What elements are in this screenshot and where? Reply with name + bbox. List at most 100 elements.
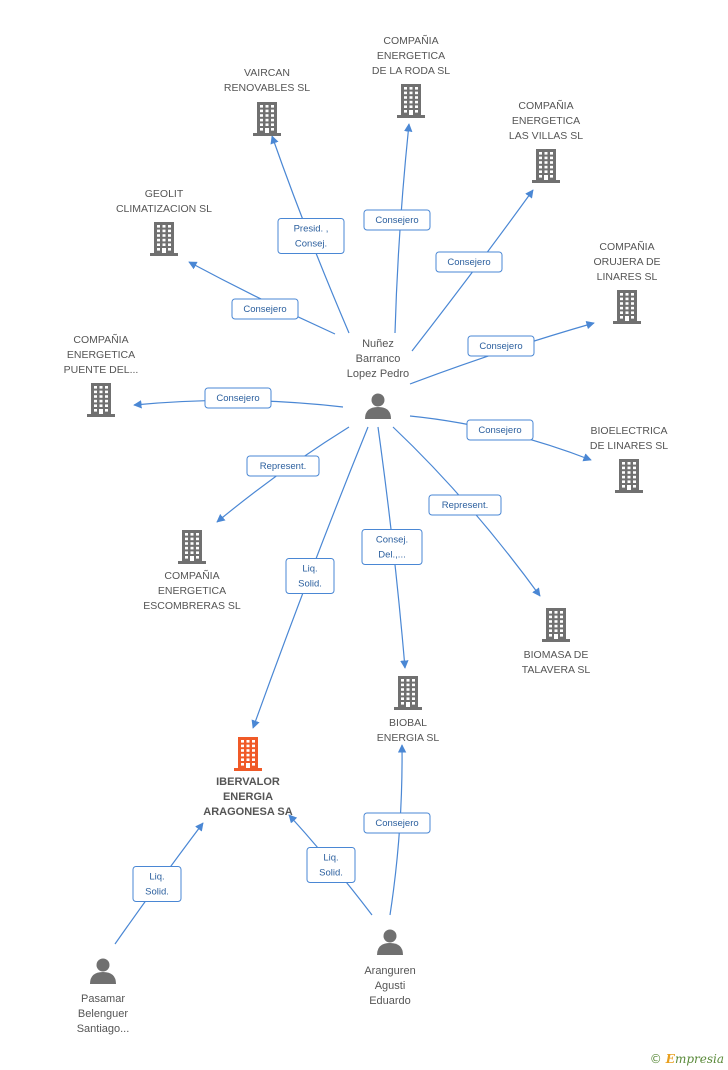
building-icon[interactable] — [150, 222, 178, 256]
edge-label-text: Consejero — [243, 304, 286, 315]
company-name: ENERGETICA — [158, 585, 226, 597]
edge-label-text: Consej. — [376, 535, 408, 546]
edge-label-text: Solid. — [298, 579, 322, 590]
edge-label-nunez-to-puente[interactable]: Consejero — [204, 387, 272, 409]
edge-label-text: Consejero — [216, 393, 259, 404]
edge-label-text: Consej. — [295, 239, 327, 250]
company-node-ibervalor[interactable]: IBERVALOR ENERGIA ARAGONESA SA — [203, 737, 293, 818]
person-name: Nuñez — [362, 338, 394, 350]
person-node-pasamar[interactable]: PasamarBelenguerSantiago... — [77, 958, 130, 1036]
edge-label-text: Consejero — [447, 257, 490, 268]
brand-initial: E — [665, 1052, 675, 1066]
building-icon[interactable] — [253, 102, 281, 136]
edge-label-nunez-to-villas[interactable]: Consejero — [435, 251, 503, 273]
company-name: DE LINARES SL — [590, 440, 668, 452]
edge-label-text: Solid. — [145, 887, 169, 898]
building-icon[interactable] — [613, 290, 641, 324]
company-name: ORUJERA DE — [593, 256, 660, 268]
company-name: ARAGONESA SA — [203, 806, 292, 818]
edge-label-text: Presid. , — [294, 224, 329, 235]
person-name: Lopez Pedro — [347, 368, 409, 380]
company-name: ESCOMBRERAS SL — [143, 600, 241, 612]
edge-label-text: Solid. — [319, 868, 343, 879]
company-node-geolit[interactable]: GEOLIT CLIMATIZACION SL — [116, 188, 212, 256]
building-icon[interactable] — [394, 676, 422, 710]
person-name: Belenguer — [78, 1008, 128, 1020]
company-name: TALAVERA SL — [522, 664, 591, 676]
person-name: Barranco — [356, 353, 401, 365]
edge-nunez-to-geolit — [188, 261, 336, 335]
company-node-roda[interactable]: COMPAÑIA ENERGETICA DE LA RODA SL — [372, 34, 450, 118]
company-name: LAS VILLAS SL — [509, 130, 583, 142]
edge-label-nunez-to-bioelectrica[interactable]: Consejero — [466, 419, 534, 441]
company-name: VAIRCAN — [244, 67, 290, 79]
company-name: ENERGETICA — [512, 115, 580, 127]
person-name: Aranguren — [364, 965, 415, 977]
company-name: COMPAÑIA — [73, 333, 128, 346]
edge-label-text: Consejero — [375, 818, 418, 829]
edge-label-pasamar-to-ibervalor[interactable]: Liq. Solid. — [132, 866, 182, 902]
edge-label-text: Liq. — [302, 564, 317, 575]
company-node-biomasa[interactable]: BIOMASA DE TALAVERA SL — [522, 608, 591, 676]
edge-label-text: Represent. — [260, 461, 306, 472]
company-name: DE LA RODA SL — [372, 65, 450, 77]
brand-name: mpresia — [674, 1052, 724, 1066]
edge-label-text: Consejero — [479, 341, 522, 352]
company-name: BIOMASA DE — [524, 649, 589, 661]
edge-label-nunez-to-escombreras[interactable]: Represent. — [246, 455, 320, 477]
company-name: ENERGETICA — [67, 349, 135, 361]
company-name: ENERGIA SL — [377, 732, 440, 744]
building-icon[interactable] — [234, 737, 262, 771]
person-icon[interactable] — [377, 929, 403, 956]
edge-label-text: Consejero — [375, 215, 418, 226]
edge-label-text: Represent. — [442, 500, 488, 511]
edge-label-nunez-to-biobal[interactable]: Consej. Del.,... — [361, 529, 423, 565]
edge-label-nunez-to-biomasa[interactable]: Represent. — [428, 494, 502, 516]
person-name: Agusti — [375, 980, 406, 992]
building-icon[interactable] — [178, 530, 206, 564]
company-name: BIOBAL — [389, 717, 427, 729]
copyright-icon: © — [649, 1052, 662, 1066]
building-icon[interactable] — [87, 383, 115, 417]
company-name: ENERGETICA — [377, 50, 445, 62]
edge-label-nunez-to-orujera[interactable]: Consejero — [467, 335, 535, 357]
company-name: IBERVALOR — [216, 776, 280, 788]
edge-label-nunez-to-ibervalor[interactable]: Liq. Solid. — [285, 558, 335, 594]
company-node-biobal[interactable]: BIOBAL ENERGIA SL — [377, 676, 440, 744]
person-icon[interactable] — [90, 958, 116, 985]
company-name: GEOLIT — [145, 188, 184, 200]
company-name: COMPAÑIA — [599, 240, 654, 253]
company-name: ENERGIA — [223, 791, 273, 803]
company-name: COMPAÑIA — [518, 99, 573, 112]
company-node-vaircan[interactable]: VAIRCAN RENOVABLES SL — [224, 67, 310, 136]
company-name: PUENTE DEL... — [64, 364, 139, 376]
empresia-copyright: ©Empresia — [650, 1052, 724, 1066]
person-name: Pasamar — [81, 993, 125, 1005]
company-name: COMPAÑIA — [164, 569, 219, 582]
company-name: CLIMATIZACION SL — [116, 203, 212, 215]
company-node-villas[interactable]: COMPAÑIA ENERGETICA LAS VILLAS SL — [509, 99, 583, 183]
edge-label-aranguren-to-ibervalor[interactable]: Liq.Solid. — [306, 847, 356, 883]
edge-label-nunez-to-roda[interactable]: Consejero — [363, 209, 431, 231]
building-icon[interactable] — [615, 459, 643, 493]
person-name: Eduardo — [369, 995, 411, 1007]
company-name: LINARES SL — [597, 271, 658, 283]
company-name: RENOVABLES SL — [224, 82, 310, 94]
building-icon[interactable] — [542, 608, 570, 642]
company-node-orujera[interactable]: COMPAÑIA ORUJERA DE LINARES SL — [593, 240, 661, 324]
building-icon[interactable] — [532, 149, 560, 183]
edge-label-nunez-to-geolit[interactable]: Consejero — [231, 298, 299, 320]
edge-label-text: Liq. — [149, 872, 164, 883]
company-node-puente[interactable]: COMPAÑIA ENERGETICA PUENTE DEL... — [64, 333, 139, 417]
edge-label-nunez-to-vaircan[interactable]: Presid. , Consej. — [277, 218, 345, 254]
building-icon[interactable] — [397, 84, 425, 118]
person-icon[interactable] — [365, 393, 391, 420]
edge-label-text: Del.,... — [378, 550, 405, 561]
edge-label-aranguren-to-biobal[interactable]: Consejero — [363, 812, 431, 834]
company-name: COMPAÑIA — [383, 34, 438, 47]
company-node-escombreras[interactable]: COMPAÑIA ENERGETICA ESCOMBRERAS SL — [143, 530, 241, 612]
